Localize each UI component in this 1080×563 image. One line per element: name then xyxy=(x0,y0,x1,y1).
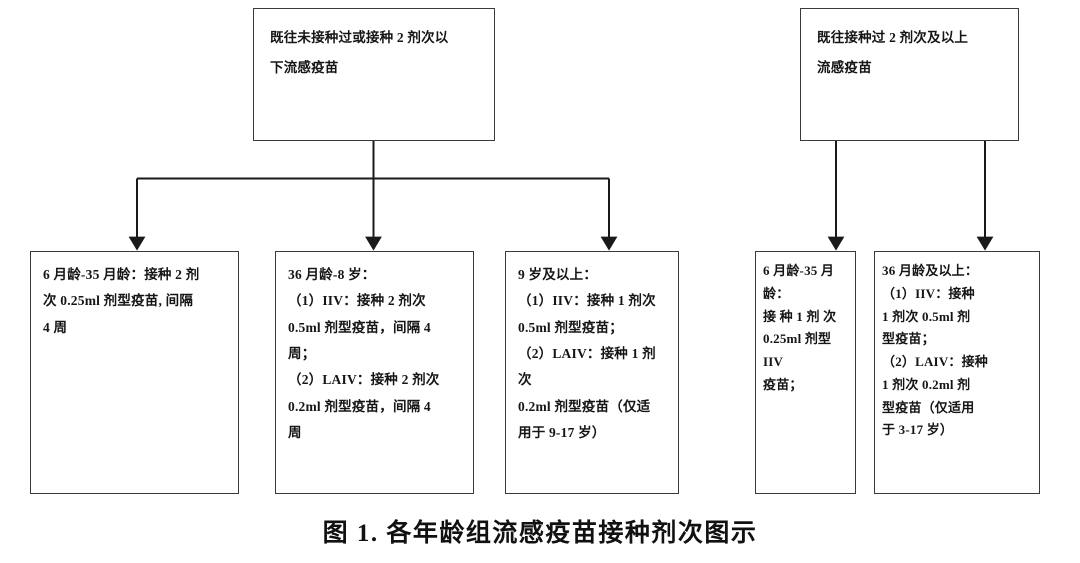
node-right-age-36m-plus: 36 月龄及以上： （1）IIV：接种 1 剂次 0.5ml 剂 型疫苗； （2… xyxy=(874,251,1040,494)
node-right-age-6m-35m: 6 月龄-35 月龄： 接 种 1 剂 次 0.25ml 剂型 IIV 疫苗； xyxy=(755,251,856,494)
connector-right-group xyxy=(827,141,994,251)
figure-caption: 图 1. 各年龄组流感疫苗接种剂次图示 xyxy=(322,520,758,547)
node-left-age-9y-plus: 9 岁及以上： （1）IIV：接种 1 剂次 0.5ml 剂型疫苗； （2）LA… xyxy=(505,251,679,494)
node-left-age-36m-8y: 36 月龄-8 岁： （1）IIV：接种 2 剂次 0.5ml 剂型疫苗，间隔 … xyxy=(275,251,474,494)
node-left-age-6m-35m: 6 月龄-35 月龄：接种 2 剂 次 0.25ml 剂型疫苗, 间隔 4 周 xyxy=(30,251,239,494)
node-root-right-previously-vaccinated: 既往接种过 2 剂次及以上 流感疫苗 xyxy=(800,8,1019,141)
node-root-left-unvaccinated: 既往未接种过或接种 2 剂次以 下流感疫苗 xyxy=(253,8,495,141)
connector-left-group xyxy=(128,141,618,251)
